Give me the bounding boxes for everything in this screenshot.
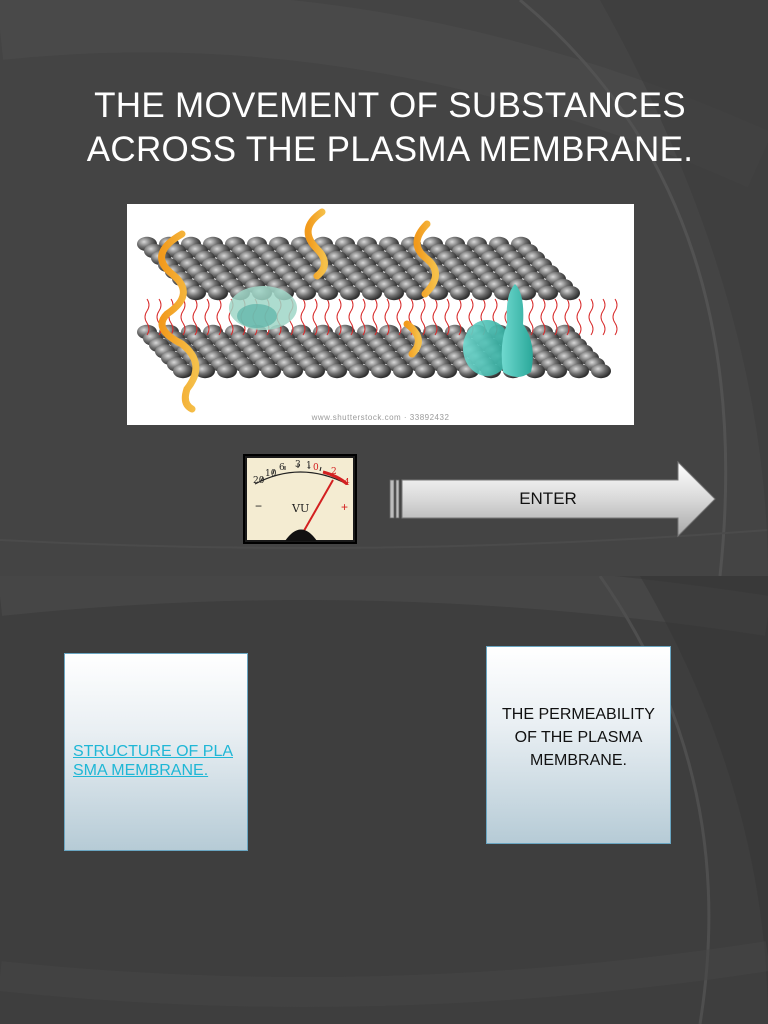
vu-scale-0: 0	[313, 463, 319, 473]
vu-scale-20: 20	[253, 476, 265, 486]
lipid-head	[569, 363, 589, 379]
title-line-2: ACROSS THE PLASMA MEMBRANE.	[86, 130, 694, 169]
lipid-tail	[576, 298, 582, 336]
lipid-tail	[540, 298, 546, 336]
image-watermark: www.shutterstock.com · 33892432	[311, 413, 450, 422]
lipid-head	[296, 285, 316, 301]
plasma-membrane-illustration: www.shutterstock.com · 33892432	[127, 204, 634, 425]
lipid-head	[340, 285, 360, 301]
vu-meter-icon: 20 10 6 3 1 0 2 4 − VU +	[243, 454, 357, 544]
lipid-head	[415, 363, 435, 379]
vu-scale-6: 6	[279, 463, 285, 473]
lipid-tail	[348, 298, 354, 336]
vu-scale-2: 2	[331, 467, 337, 477]
lipid-tail	[600, 298, 606, 336]
vu-scale-4: 4	[344, 478, 350, 488]
lipid-head	[239, 363, 259, 379]
title-slide: THE MOVEMENT OF SUBSTANCES ACROSS THE PL…	[40, 0, 740, 576]
lipid-tail	[444, 298, 450, 336]
vu-plus: +	[341, 500, 348, 514]
vu-scale-1: 1	[306, 461, 312, 471]
permeability-card[interactable]: THE PERMEABILITY OF THE PLASMA MEMBRANE.	[486, 646, 671, 844]
lipid-tail	[456, 298, 462, 336]
lipid-tail	[588, 298, 594, 336]
lipid-head	[437, 363, 457, 379]
glycolipid-chains	[158, 208, 439, 413]
enter-button-label: ENTER	[519, 489, 577, 508]
lipid-head	[406, 285, 426, 301]
lipid-head	[560, 285, 580, 301]
lipid-head	[173, 363, 193, 379]
lipid-tail	[528, 298, 534, 336]
lipid-tail	[216, 298, 222, 336]
lipid-tail	[324, 298, 330, 336]
lipid-head	[305, 363, 325, 379]
lipid-head	[349, 363, 369, 379]
lipid-head	[591, 363, 611, 379]
arrow-right-icon	[389, 460, 716, 538]
page-title: THE MOVEMENT OF SUBSTANCES ACROSS THE PL…	[40, 84, 740, 172]
lipid-head	[186, 285, 206, 301]
lipid-tail	[432, 298, 438, 336]
lipid-head	[393, 363, 413, 379]
lipid-head	[450, 285, 470, 301]
lipid-tail	[552, 298, 558, 336]
lipid-head	[538, 285, 558, 301]
lipid-tail	[144, 298, 150, 336]
lipid-head	[261, 363, 281, 379]
lipid-head	[195, 363, 215, 379]
lipid-tail	[420, 298, 426, 336]
structure-of-plasma-membrane-link[interactable]: STRUCTURE OF PLASMA MEMBRANE.	[73, 743, 234, 779]
lipid-head	[384, 285, 404, 301]
vu-scale-3: 3	[295, 460, 301, 470]
lipid-head	[208, 285, 228, 301]
lipid-tail	[564, 298, 570, 336]
lipid-tail	[312, 298, 318, 336]
lipid-head	[318, 285, 338, 301]
lipid-head	[217, 363, 237, 379]
lipid-tail	[204, 298, 210, 336]
lipid-head	[362, 285, 382, 301]
lipid-head	[327, 363, 347, 379]
lipid-head	[472, 285, 492, 301]
channel-protein	[463, 284, 533, 377]
lipid-head	[283, 363, 303, 379]
membrane-drawing	[137, 208, 618, 413]
lipid-tail	[360, 298, 366, 336]
lipid-tail	[180, 298, 186, 336]
lipid-tail	[396, 298, 402, 336]
vu-scale-10: 10	[265, 469, 277, 479]
title-line-1: THE MOVEMENT OF SUBSTANCES	[94, 86, 686, 125]
lipid-tail	[384, 298, 390, 336]
lipid-tail	[336, 298, 342, 336]
vu-minus: −	[255, 499, 262, 513]
enter-button[interactable]: ENTER	[388, 460, 718, 538]
lipid-head	[547, 363, 567, 379]
lipid-tail	[192, 298, 198, 336]
structure-card: STRUCTURE OF PLASMA MEMBRANE.	[64, 653, 248, 851]
permeability-text: THE PERMEABILITY OF THE PLASMA MEMBRANE.	[502, 706, 655, 769]
menu-slide: STRUCTURE OF PLASMA MEMBRANE. THE PERMEA…	[0, 576, 768, 1024]
globular-protein	[229, 286, 297, 330]
lipid-tail	[372, 298, 378, 336]
lipid-tail	[300, 298, 306, 336]
vu-label: VU	[291, 502, 309, 515]
lipid-tail	[612, 298, 618, 336]
lipid-head	[371, 363, 391, 379]
